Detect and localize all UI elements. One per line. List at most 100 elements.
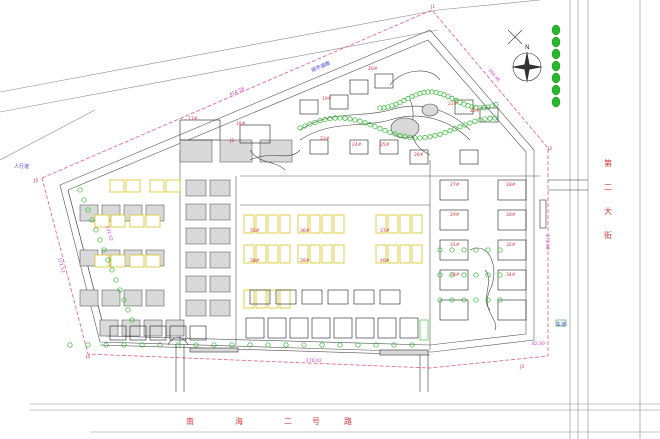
tree-symbol — [283, 342, 289, 348]
house-block — [243, 214, 255, 234]
tree-symbol — [485, 247, 491, 253]
house-block — [109, 325, 127, 341]
house-block — [129, 254, 145, 268]
building-number-tag: 36# — [300, 228, 310, 234]
building-number-tag: 20# — [368, 66, 378, 72]
tree-symbol — [301, 342, 307, 348]
tree-symbol — [89, 217, 95, 223]
tree-symbol — [312, 119, 318, 125]
house-block — [327, 289, 349, 305]
landscape-trees — [67, 89, 503, 348]
tree-symbol — [425, 89, 431, 95]
tree-symbol — [392, 131, 398, 137]
tree-symbol — [427, 134, 433, 140]
house-block — [123, 289, 143, 307]
building-number-tag: 23# — [320, 136, 330, 142]
tree-symbol — [337, 342, 343, 348]
house-block — [109, 179, 125, 193]
house-block — [379, 289, 401, 305]
building-number-tag: 25# — [380, 142, 390, 148]
dimension-label: 82.40 — [532, 341, 545, 347]
tree-symbol — [327, 116, 333, 122]
tree-symbol — [437, 297, 443, 303]
tree-symbol — [352, 117, 358, 123]
house-block — [94, 254, 110, 268]
tree-symbol — [125, 307, 131, 313]
tree-symbol — [81, 197, 87, 203]
house-block — [333, 244, 345, 264]
south-road-char: 二 — [284, 417, 292, 426]
house-block — [267, 214, 279, 234]
house-block — [239, 124, 271, 144]
tree-symbol — [121, 297, 127, 303]
house-block — [399, 244, 411, 264]
tree-symbol — [407, 134, 413, 141]
tree-symbol — [157, 342, 163, 348]
tree-symbol — [382, 128, 388, 134]
building-number-tag: 19# — [322, 96, 332, 102]
house-block — [439, 179, 469, 201]
tree-symbol — [461, 297, 467, 303]
east-tree-row — [551, 24, 561, 108]
house-block — [249, 289, 271, 305]
house-block — [333, 214, 345, 234]
building-number-tag: 33# — [450, 272, 460, 278]
house-block — [169, 325, 187, 341]
tree-symbol — [442, 130, 448, 136]
house-block — [297, 244, 309, 264]
tree-symbol — [103, 342, 109, 348]
house-block — [110, 214, 126, 228]
tree-symbol — [421, 90, 427, 96]
south-road-char: 路 — [344, 416, 352, 426]
building-number-tag: 22# — [470, 108, 480, 114]
tree-symbol — [332, 115, 338, 121]
tree-symbol — [319, 342, 325, 348]
tree-symbol — [105, 257, 111, 263]
south-road-char: 南 — [186, 416, 194, 426]
house-block — [145, 289, 165, 307]
house-block — [311, 317, 331, 339]
tree-symbol — [412, 135, 418, 141]
tree-symbol — [409, 342, 415, 348]
tree-symbol — [67, 342, 73, 348]
tree-symbol — [492, 115, 498, 121]
house-block — [479, 107, 499, 123]
dimension-label: 176.02 — [306, 358, 322, 364]
house-block — [209, 275, 231, 293]
house-block — [94, 214, 110, 228]
tree-symbol — [429, 89, 435, 95]
east-road-char: 大 — [604, 206, 612, 216]
house-block — [267, 244, 279, 264]
house-block — [399, 317, 419, 339]
note-label: 车道 — [556, 321, 566, 328]
building-number-tag: 29# — [450, 212, 460, 218]
tree-symbol — [317, 118, 323, 124]
tree-symbol — [85, 207, 91, 213]
house-block — [309, 139, 329, 155]
house-block — [185, 227, 207, 245]
tree-symbol — [77, 187, 83, 193]
house-block — [297, 214, 309, 234]
tree-symbol — [211, 342, 217, 348]
tree-symbol — [302, 123, 308, 129]
corner-marker: J6 — [229, 138, 234, 144]
tree-symbol — [372, 124, 378, 130]
tree-symbol — [473, 272, 479, 278]
house-block — [333, 317, 353, 339]
tree-symbol — [497, 272, 503, 278]
tree-symbol — [139, 342, 145, 348]
east-road-char: 二 — [604, 183, 612, 192]
house-block — [355, 317, 375, 339]
house-block — [399, 214, 411, 234]
house-block — [497, 269, 527, 291]
tree-symbol — [477, 105, 483, 111]
house-block — [267, 289, 279, 309]
north-arrow-symbol: N — [511, 44, 543, 83]
building-number-tag: 39# — [300, 258, 310, 264]
tree-symbol — [405, 96, 411, 102]
corner-marker: J4 — [85, 354, 90, 360]
tree-symbol — [377, 126, 383, 132]
tree-symbol — [551, 84, 561, 96]
house-block — [209, 203, 231, 221]
